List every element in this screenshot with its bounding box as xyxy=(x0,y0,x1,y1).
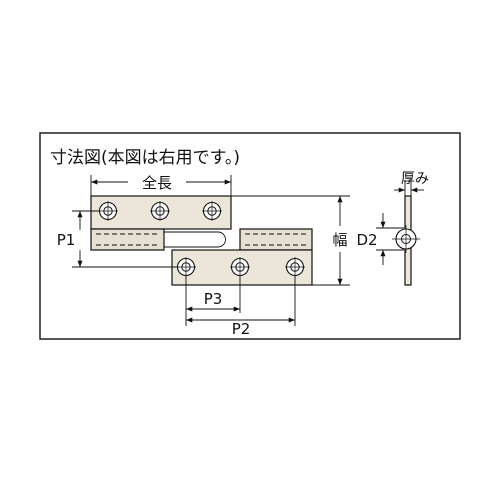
d2-label: D2 xyxy=(356,231,377,249)
knuckle-row xyxy=(90,228,313,251)
upper-leaf xyxy=(90,195,232,230)
p1-label: P1 xyxy=(57,231,76,249)
width-label: 幅 xyxy=(332,231,347,249)
width-dimension: 幅 xyxy=(231,195,350,286)
knuckle-left xyxy=(90,228,165,251)
drawing-title: 寸法図(本図は右用です。) xyxy=(50,148,240,168)
lower-hole-1 xyxy=(176,257,196,277)
upper-hole-2 xyxy=(150,201,170,221)
lower-hole-3 xyxy=(285,257,305,277)
p2-dimension: P2 xyxy=(186,276,296,338)
p3-label: P3 xyxy=(204,290,223,308)
lower-leaf xyxy=(171,249,313,286)
d2-dimension: D2 xyxy=(356,213,404,265)
thickness-label: 厚み xyxy=(401,171,429,187)
hinge-pin xyxy=(164,231,226,248)
thickness-dimension: 厚み xyxy=(394,171,429,196)
upper-hole-3 xyxy=(202,201,222,221)
knuckle-right xyxy=(239,228,313,251)
side-profile xyxy=(392,195,420,286)
upper-hole-1 xyxy=(98,201,118,221)
drawing-frame xyxy=(39,132,461,340)
overall-length-dimension: 全長 xyxy=(90,174,232,196)
p2-label: P2 xyxy=(232,320,251,338)
p1-dimension: P1 xyxy=(57,210,178,268)
lower-hole-2 xyxy=(230,257,250,277)
overall-length-label: 全長 xyxy=(142,174,172,192)
